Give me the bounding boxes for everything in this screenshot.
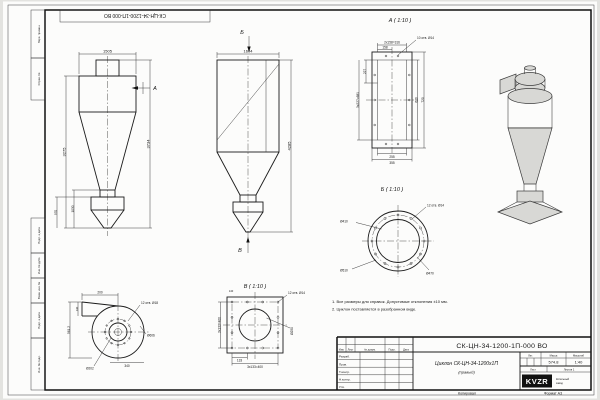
- dim-227: 227: [363, 69, 367, 75]
- margin-label: Перв. примен.: [37, 24, 41, 43]
- dia-470: Ø470: [426, 272, 434, 276]
- col-doc: № докум.: [364, 348, 376, 351]
- mass-value: 574.8: [548, 360, 559, 365]
- view-b: Б ( 1:10 ) 12 отв. Ø14 Ø410 Ø510 Ø470: [340, 187, 444, 277]
- dim-3x133-left: 3х133=400: [217, 317, 221, 333]
- row-prov: Пров.: [339, 362, 347, 366]
- row-tkontr: Т.контр.: [339, 370, 350, 374]
- dia-410: Ø410: [340, 220, 348, 224]
- drawing-frame: [44, 9, 592, 391]
- view-v-holes: 12 отв. Ø14: [288, 291, 305, 295]
- dim-3275: 3275: [62, 147, 67, 157]
- view-b-holes: 12 отв. Ø14: [427, 204, 444, 208]
- view-v: В ( 1:10 ) 12 отв. Ø14 140 3х133=400 133…: [217, 284, 305, 369]
- outer-border: [7, 4, 595, 396]
- margin-label: Подп. и дата: [37, 312, 41, 329]
- doc-number: СК-ЦН-34-1200-1П-000 ВО: [456, 343, 547, 350]
- view-a: А ( 1:10 ) 10 отв. Ø14 2х158=316 158 227…: [356, 18, 435, 165]
- margin-label: Справ. №: [37, 73, 41, 86]
- front-view: 1505 3275 1030 970 3734 А: [54, 48, 157, 236]
- dim-3x133-bottom: 3х133=400: [247, 365, 263, 369]
- dim-158: 158: [382, 46, 388, 50]
- margin-label: Взам. инв. №: [37, 282, 41, 299]
- top-stamp-code: СК-ЦН-34-1200-1П-000 ВО: [104, 12, 166, 18]
- top-stamp: СК-ЦН-34-1200-1П-000 ВО: [59, 9, 211, 23]
- dim-970: 970: [54, 210, 58, 216]
- logo-text: KVZR: [526, 377, 549, 386]
- row-nkontr: Н.контр.: [339, 378, 351, 382]
- kopiroval-label: Копировал: [458, 392, 476, 396]
- arrow-v-label: В: [238, 248, 242, 254]
- dia-202: Ø202: [86, 367, 94, 371]
- title-block: Изм. Лист № докум. Подп. Дата Разраб. Пр…: [336, 336, 591, 390]
- logo-box: [522, 374, 552, 388]
- section-a-label: А: [152, 86, 157, 92]
- margin-label: Инв. № подл.: [37, 355, 41, 373]
- dim-140-duct: 140: [75, 306, 79, 311]
- dim-200: 200: [97, 291, 103, 295]
- notes: 1. Все размеры для справок. Допустимые о…: [332, 299, 448, 312]
- dia-250: Ø250: [290, 327, 294, 335]
- mass-label: Масса: [550, 353, 558, 357]
- left-margin-columns: Перв. примен. Справ. № Подп. и дата Инв.…: [30, 9, 46, 391]
- col-podp: Подп.: [389, 347, 396, 351]
- company-line1: Котельный: [556, 377, 570, 381]
- dim-3x227: 3х227=681: [356, 92, 360, 108]
- dim-1030: 1030: [71, 205, 75, 212]
- col-izm: Изм.: [339, 347, 345, 351]
- section-a-arrow: [131, 86, 138, 90]
- dim-3734: 3734: [146, 139, 151, 149]
- product-variant: (правый): [458, 370, 475, 375]
- lit-label: Лит.: [528, 353, 533, 357]
- dim-2x158: 2х158=316: [384, 41, 400, 45]
- dim-355: 355: [389, 161, 395, 165]
- note-2: 2. Циклон поставляется в разобранном вид…: [332, 307, 416, 312]
- sheet-label: Лист: [530, 367, 536, 371]
- company-line2: завод: [556, 382, 563, 385]
- margin-label: Подп. и дата: [37, 227, 41, 244]
- dia-606: Ø606: [147, 334, 155, 338]
- col-data: Дата: [403, 347, 409, 351]
- scale-value: 1:40: [575, 360, 584, 365]
- note-1: 1. Все размеры для справок. Допустимые о…: [332, 299, 448, 304]
- paper: [3, 1, 597, 399]
- dia-510: Ø510: [340, 269, 348, 273]
- dim-620: 620: [414, 97, 418, 103]
- dim-5612: 561.2: [67, 326, 71, 334]
- arrow-b-label: Б: [240, 30, 244, 36]
- col-list: Лист: [348, 347, 354, 351]
- scale-label: Масштаб: [573, 353, 585, 357]
- side-view: Б 1604 4285 В: [216, 30, 293, 254]
- dim-1604: 1604: [244, 48, 254, 53]
- view-a-holes: 10 отв. Ø14: [417, 36, 434, 40]
- format-label: Формат А3: [544, 392, 562, 396]
- row-utv: Утв.: [339, 385, 345, 389]
- sheets-label: Листов 1: [564, 367, 575, 371]
- row-razrab: Разраб.: [339, 355, 350, 359]
- dim-340: 340: [124, 364, 130, 368]
- dim-133: 133: [237, 359, 243, 363]
- margin-label: Инв. № дубл.: [37, 257, 41, 275]
- arrow-v-head: [246, 237, 250, 243]
- dim-255: 255: [389, 155, 395, 159]
- dim-1505: 1505: [103, 48, 113, 53]
- dim-140: 140: [229, 289, 234, 293]
- product-name: Циклон СК-ЦН-34-1200х1П: [435, 361, 498, 367]
- arrow-b-head: [247, 46, 251, 52]
- view-b-title: Б ( 1:10 ): [381, 187, 404, 193]
- isometric-view: [496, 65, 564, 225]
- dim-720: 720: [421, 97, 425, 103]
- dim-4285: 4285: [287, 141, 292, 151]
- view-v-title: В ( 1:10 ): [244, 284, 267, 290]
- view-a-title: А ( 1:10 ): [388, 18, 412, 24]
- scroll-view: 200 140 561.2 12 отв. Ø18 Ø606 Ø202 340: [67, 291, 158, 371]
- scroll-holes: 12 отв. Ø18: [141, 301, 158, 305]
